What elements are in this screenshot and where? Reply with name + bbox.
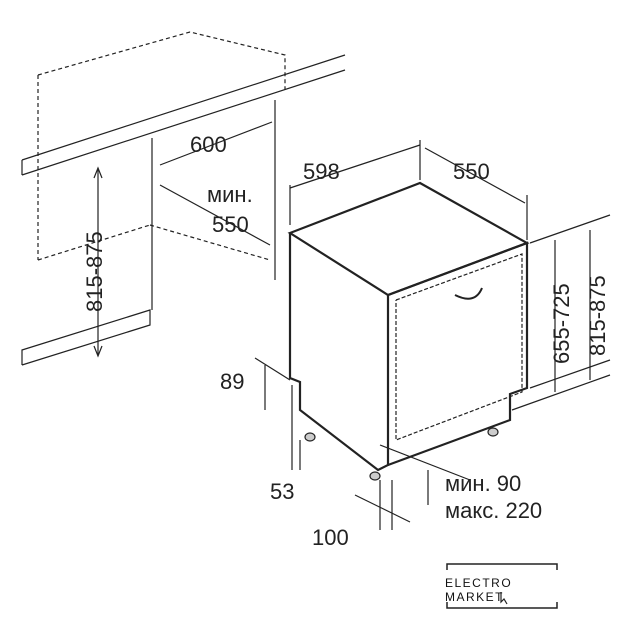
countertop <box>21 54 346 176</box>
cabinet-outline <box>37 31 286 261</box>
appliance-dimension-lines <box>254 140 611 530</box>
appliance-width-label: 598 <box>303 159 340 184</box>
niche-dimension-lines <box>93 121 273 358</box>
appliance-height-label: 815-875 <box>585 275 610 356</box>
plinth-min-label: мин. 90 <box>445 471 522 496</box>
dishwasher-door <box>395 253 523 441</box>
plinth-depth-label: 100 <box>312 525 349 550</box>
plinth-max-label: макс. 220 <box>445 498 543 523</box>
electro-market-logo: ELECTRO MARKET <box>445 562 573 614</box>
dishwasher-body <box>287 181 530 472</box>
door-handle <box>454 287 483 300</box>
niche-width-label: 600 <box>190 132 227 157</box>
plinth-height-label: 89 <box>220 369 245 394</box>
feet <box>304 427 499 481</box>
appliance-depth-label: 550 <box>453 159 490 184</box>
door-height-label: 655-725 <box>549 283 574 364</box>
foot-offset-label: 53 <box>270 479 295 504</box>
niche-depth-label: 550 <box>212 212 249 237</box>
logo-text: ELECTRO MARKET <box>445 576 513 604</box>
niche-height-label: 815-875 <box>82 231 107 312</box>
niche-walls <box>21 100 276 366</box>
niche-depth-prefix: мин. <box>207 182 253 207</box>
